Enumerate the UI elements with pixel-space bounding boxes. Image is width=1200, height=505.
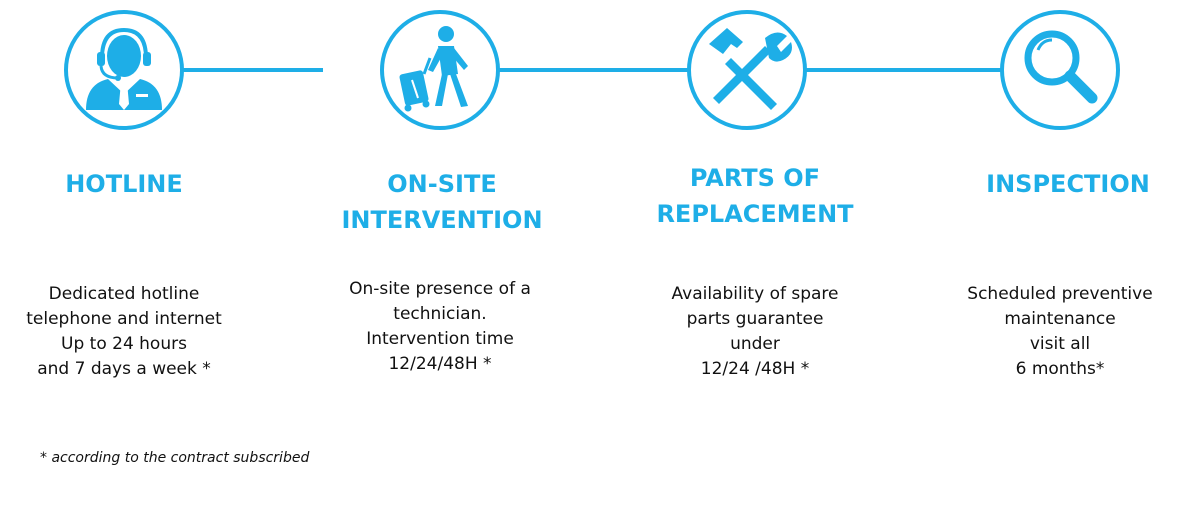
connector-line-2 [498, 68, 688, 72]
headset-agent-icon [64, 10, 184, 130]
step-title-hotline: HOTLINE [65, 170, 183, 198]
step-title-inspection: INSPECTION [986, 170, 1150, 198]
connector-line-3 [806, 68, 1003, 72]
step-desc-hotline: Dedicated hotline telephone and internet… [26, 284, 222, 379]
magnifier-icon [1000, 10, 1120, 130]
connector-line-1 [183, 68, 323, 72]
step-title-parts: PARTS OF REPLACEMENT [656, 164, 854, 228]
footnote: * according to the contract subscribed [40, 450, 310, 466]
walking-traveler-icon [380, 10, 500, 130]
step-title-on-site: ON-SITE INTERVENTION [341, 170, 543, 234]
step-desc-on-site: On-site presence of a technician. Interv… [349, 279, 531, 374]
step-desc-inspection: Scheduled preventive maintenance visit a… [967, 284, 1153, 379]
step-desc-parts: Availability of spare parts guarantee un… [671, 284, 839, 379]
hammer-wrench-icon [687, 10, 807, 130]
